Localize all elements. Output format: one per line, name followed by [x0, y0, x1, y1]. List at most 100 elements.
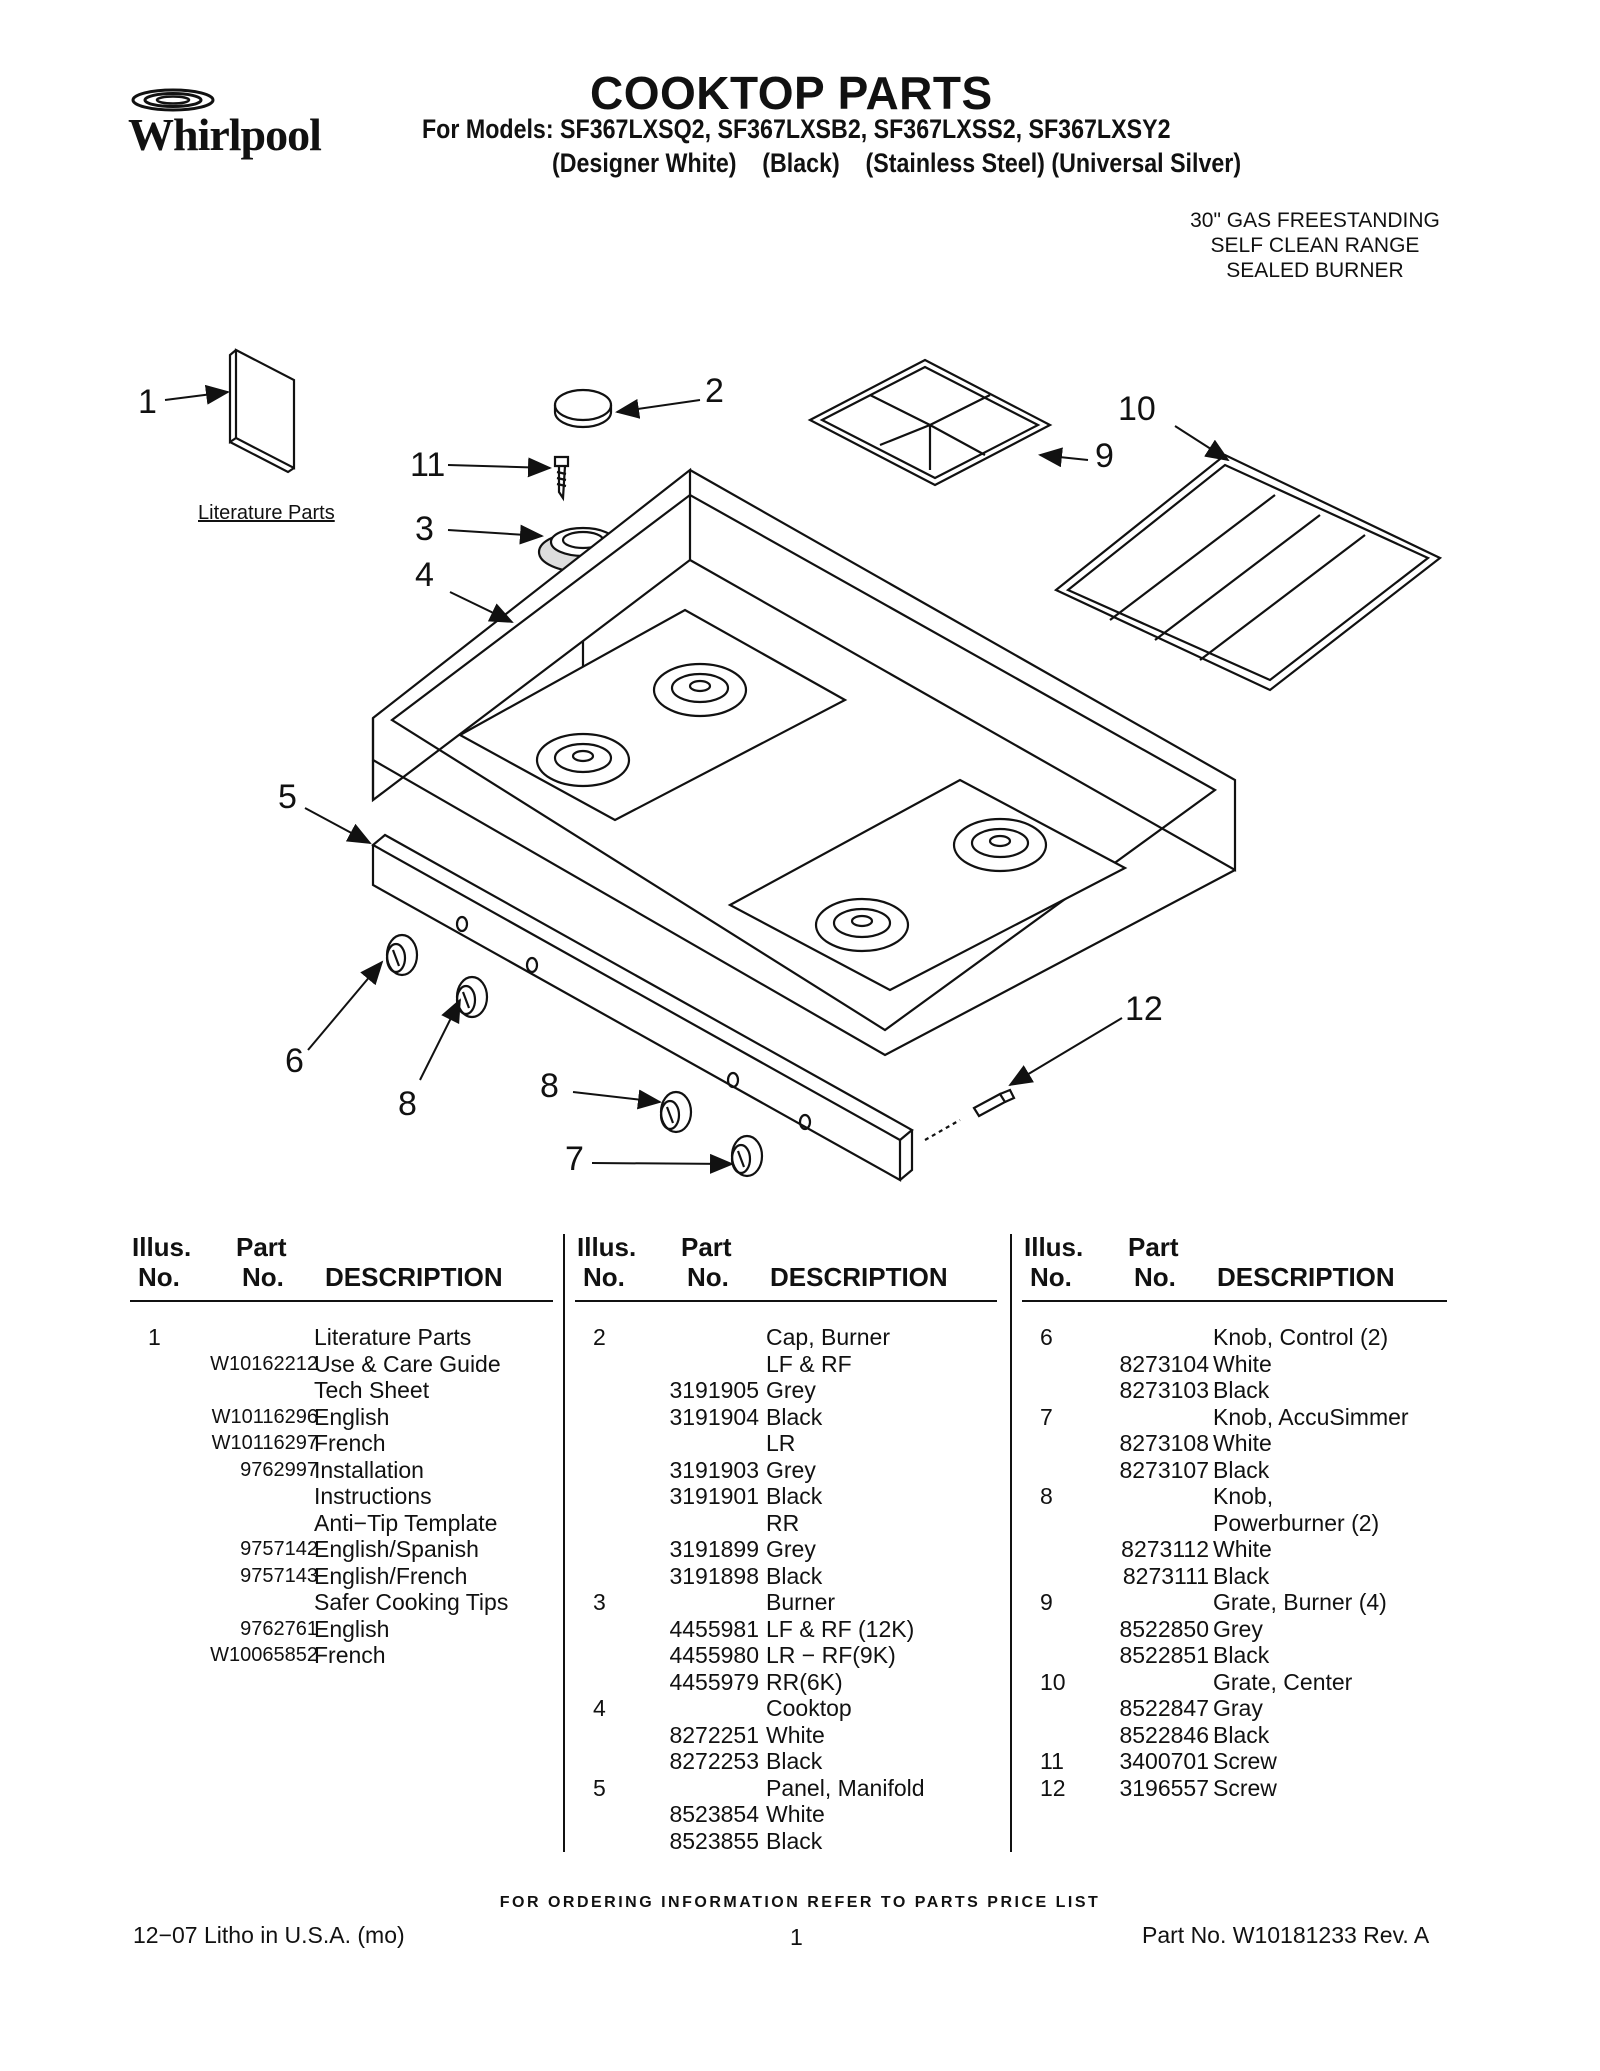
illus-number: 10	[1040, 1668, 1066, 1695]
part-number: 3196557	[1119, 1774, 1209, 1801]
page-title: COOKTOP PARTS	[590, 67, 993, 119]
part-description: LR − RF(9K)	[766, 1642, 896, 1668]
table-row: 10 Grate, Center	[1022, 1669, 1447, 1696]
header-illus-no: No.	[1030, 1262, 1072, 1292]
callout-11: 11	[410, 446, 446, 484]
header-illus: Illus.	[132, 1232, 192, 1262]
part-number: 3191901	[669, 1483, 759, 1509]
part-description: Safer Cooking Tips	[314, 1589, 509, 1615]
part-description: Black	[766, 1403, 823, 1430]
part-description: French	[314, 1430, 386, 1456]
part-number: 3191905	[669, 1377, 759, 1403]
table-row: 3191898 Black	[575, 1563, 997, 1590]
part-description: Black	[1213, 1456, 1270, 1483]
header-part-no: No.	[687, 1262, 729, 1292]
models-line: For Models: SF367LXSQ2, SF367LXSB2, SF36…	[422, 114, 1171, 144]
part-number: 8522846	[1119, 1721, 1209, 1748]
part-description: Grey	[1213, 1615, 1263, 1642]
part-description: Black	[766, 1827, 823, 1854]
part-description: Installation	[314, 1456, 424, 1483]
header-part: Part	[236, 1232, 287, 1262]
part-description: French	[314, 1642, 386, 1668]
part-number: 3191898	[669, 1562, 759, 1589]
part-description: Tech Sheet	[314, 1377, 430, 1403]
part-description: Black	[766, 1748, 823, 1774]
part-number: 8522847	[1119, 1695, 1209, 1721]
part-description: LR	[766, 1430, 796, 1456]
part-description: White	[1213, 1350, 1272, 1377]
table-row: LR	[575, 1430, 997, 1457]
column-header: Illus. No. Part No. DESCRIPTION	[1022, 1232, 1447, 1302]
part-description: Cooktop	[766, 1695, 852, 1721]
header-part-no: No.	[1134, 1262, 1176, 1292]
powerburner-knob-illustration	[455, 975, 489, 1019]
illus-number: 9	[1040, 1589, 1053, 1615]
exploded-parts-diagram	[164, 348, 1443, 1182]
part-description: Cap, Burner	[766, 1324, 891, 1350]
burner-cap-illustration	[553, 388, 613, 429]
part-description: Panel, Manifold	[766, 1774, 925, 1801]
illus-number: 6	[1040, 1324, 1053, 1350]
callout-4: 4	[415, 556, 434, 594]
header-description: DESCRIPTION	[770, 1262, 948, 1292]
part-number: 4455979	[669, 1668, 759, 1695]
part-description: Grey	[766, 1536, 816, 1562]
page-number: 1	[790, 1924, 803, 1950]
table-row: Safer Cooking Tips	[130, 1589, 553, 1616]
part-number: 9762997	[240, 1458, 318, 1481]
part-description: Knob, Control (2)	[1213, 1324, 1389, 1350]
part-number: W10162212	[210, 1352, 318, 1375]
part-number: W10116296	[211, 1405, 318, 1428]
column-divider	[563, 1234, 565, 1852]
part-description: LF & RF (12K)	[766, 1615, 915, 1642]
table-row: Powerburner (2)	[1022, 1510, 1447, 1537]
table-row: 4455980 LR − RF(9K)	[575, 1642, 997, 1669]
part-description: Screw	[1213, 1774, 1277, 1801]
part-description: Black	[766, 1562, 823, 1589]
part-number: W10116297	[211, 1432, 318, 1454]
part-number: 9757143	[240, 1564, 318, 1587]
illus-number: 12	[1040, 1774, 1066, 1801]
illus-number: 8	[1040, 1483, 1053, 1509]
part-description: Instructions	[314, 1483, 432, 1509]
part-number: 8273103	[1119, 1377, 1209, 1403]
part-number: 8273104	[1119, 1350, 1209, 1377]
literature-booklet-illustration	[228, 348, 296, 474]
header-illus: Illus.	[577, 1232, 637, 1262]
part-description: Grate, Center	[1213, 1668, 1353, 1695]
part-description: RR	[766, 1509, 800, 1536]
part-number: 8272251	[669, 1721, 759, 1748]
part-number: 4455980	[669, 1642, 759, 1668]
subtitle-line: 30" GAS FREESTANDING	[1190, 209, 1440, 232]
callout-10: 10	[1118, 390, 1156, 428]
callout-8: 8	[398, 1085, 417, 1123]
part-description: Burner	[766, 1589, 836, 1615]
part-description: Black	[1213, 1642, 1270, 1668]
accusimmer-knob-illustration	[730, 1134, 764, 1178]
document-part-number: Part No. W10181233 Rev. A	[1142, 1922, 1430, 1948]
header-part: Part	[1128, 1232, 1179, 1262]
part-number: 9762761	[240, 1617, 318, 1640]
part-description: White	[766, 1801, 825, 1827]
header-illus: Illus.	[1024, 1232, 1084, 1262]
callout-1: 1	[138, 383, 157, 421]
colors-line: (Designer White) (Black) (Stainless Stee…	[552, 148, 1242, 178]
